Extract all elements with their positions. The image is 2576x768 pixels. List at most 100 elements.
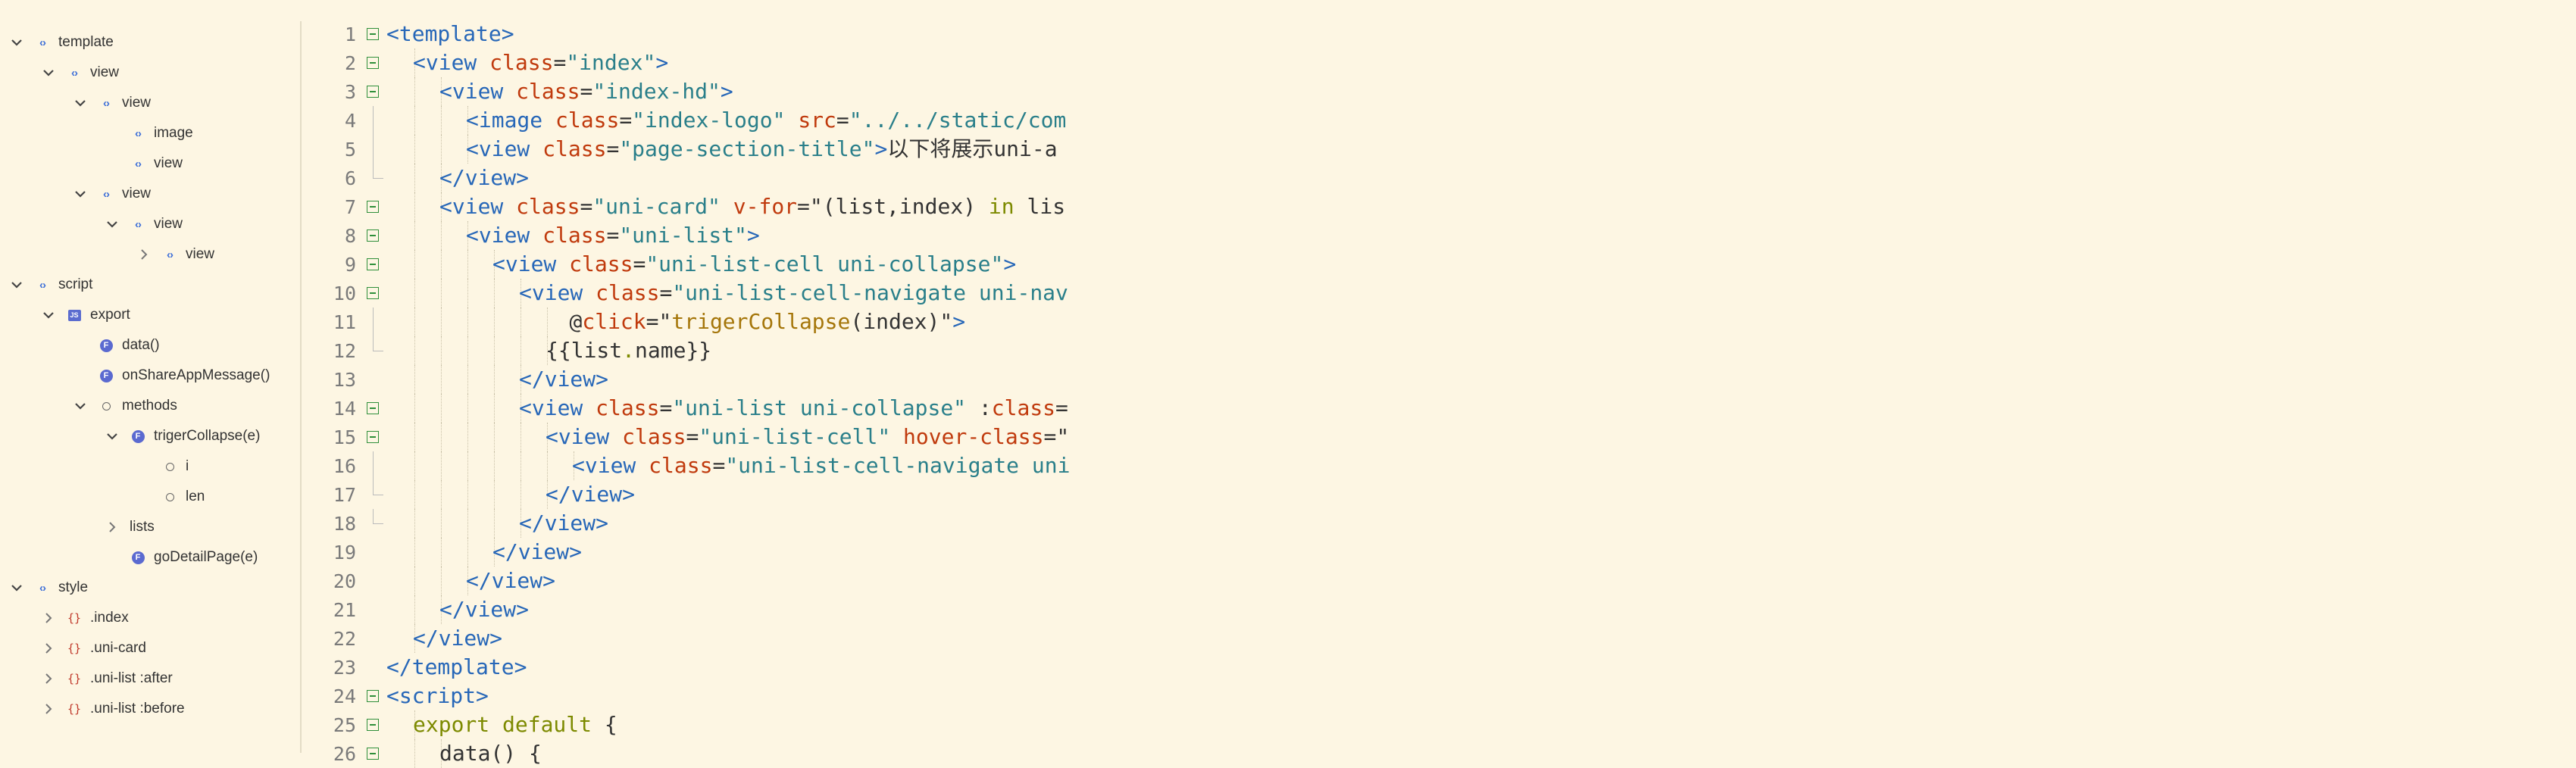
code-line[interactable]: 22</view> bbox=[303, 624, 2576, 653]
code-token: "index-logo" bbox=[632, 108, 799, 133]
outline-item[interactable]: ‹›template bbox=[0, 27, 300, 58]
chevron-right-icon[interactable] bbox=[40, 701, 57, 717]
chevron-down-icon[interactable] bbox=[104, 428, 120, 445]
outline-item[interactable]: ‹›image bbox=[0, 118, 300, 148]
indent-guide bbox=[441, 250, 442, 279]
code-line[interactable]: 8<view class="uni-list"> bbox=[303, 221, 2576, 250]
line-number: 20 bbox=[333, 570, 356, 592]
fold-collapse-icon[interactable] bbox=[367, 229, 379, 242]
code-token: "uni-card" bbox=[592, 194, 733, 219]
fold-region-end bbox=[373, 523, 383, 524]
code-token: > bbox=[720, 79, 733, 104]
line-number: 19 bbox=[333, 541, 356, 564]
outline-item[interactable]: ‹›view bbox=[0, 58, 300, 88]
outline-item[interactable]: lists bbox=[0, 512, 300, 542]
code-line[interactable]: 7<view class="uni-card" v-for="(list,ind… bbox=[303, 192, 2576, 221]
code-line[interactable]: 21</view> bbox=[303, 595, 2576, 624]
chevron-right-icon[interactable] bbox=[40, 670, 57, 687]
chevron-down-icon[interactable] bbox=[72, 186, 89, 202]
fold-collapse-icon[interactable] bbox=[367, 57, 379, 69]
outline-item[interactable]: i bbox=[0, 451, 300, 482]
code-line[interactable]: 14<view class="uni-list uni-collapse" :c… bbox=[303, 394, 2576, 423]
fold-collapse-icon[interactable] bbox=[367, 431, 379, 443]
code-token: </view> bbox=[492, 539, 583, 564]
indent-guide bbox=[494, 480, 495, 509]
code-text: </view> bbox=[492, 538, 582, 567]
chevron-down-icon[interactable] bbox=[104, 216, 120, 233]
code-line[interactable]: 4<image class="index-logo" src="../../st… bbox=[303, 106, 2576, 135]
fold-collapse-icon[interactable] bbox=[367, 287, 379, 299]
code-line[interactable]: 23</template> bbox=[303, 653, 2576, 682]
outline-item[interactable]: {}.uni-list :after bbox=[0, 663, 300, 694]
code-line[interactable]: 10<view class="uni-list-cell-navigate un… bbox=[303, 279, 2576, 308]
code-line[interactable]: 15<view class="uni-list-cell" hover-clas… bbox=[303, 423, 2576, 451]
outline-item[interactable]: ‹›view bbox=[0, 179, 300, 209]
code-line[interactable]: 9<view class="uni-list-cell uni-collapse… bbox=[303, 250, 2576, 279]
outline-item[interactable]: ‹›script bbox=[0, 270, 300, 300]
code-token: hover-class bbox=[903, 424, 1044, 449]
code-line[interactable]: 24<script> bbox=[303, 682, 2576, 710]
fold-collapse-icon[interactable] bbox=[367, 258, 379, 270]
code-line[interactable]: 13</view> bbox=[303, 365, 2576, 394]
code-line[interactable]: 20 </view> bbox=[303, 567, 2576, 595]
code-line[interactable]: 3<view class="index-hd"> bbox=[303, 77, 2576, 106]
outline-item[interactable]: ‹›view bbox=[0, 209, 300, 239]
outline-item[interactable]: {}.uni-list :before bbox=[0, 694, 300, 724]
tag-icon: ‹› bbox=[167, 248, 174, 261]
chevron-right-icon[interactable] bbox=[136, 246, 152, 263]
outline-item[interactable]: ‹›view bbox=[0, 88, 300, 118]
outline-item[interactable]: ‹›style bbox=[0, 573, 300, 603]
chevron-down-icon[interactable] bbox=[8, 579, 25, 596]
indent-guide bbox=[467, 279, 468, 308]
fold-collapse-icon[interactable] bbox=[367, 28, 379, 40]
indent-guide bbox=[441, 423, 442, 451]
fold-collapse-icon[interactable] bbox=[367, 748, 379, 760]
chevron-down-icon[interactable] bbox=[72, 398, 89, 414]
outline-item[interactable]: methods bbox=[0, 391, 300, 421]
code-line[interactable]: 11@click="trigerCollapse(index)"> bbox=[303, 308, 2576, 336]
chevron-right-icon[interactable] bbox=[104, 519, 120, 535]
code-line[interactable]: 12{{list.name}} bbox=[303, 336, 2576, 365]
outline-item[interactable]: {}.index bbox=[0, 603, 300, 633]
outline-item[interactable]: len bbox=[0, 482, 300, 512]
chevron-down-icon[interactable] bbox=[8, 276, 25, 293]
code-line[interactable]: 5<view class="page-section-title">以下将展示u… bbox=[303, 135, 2576, 164]
outline-item[interactable]: {}.uni-card bbox=[0, 633, 300, 663]
code-line[interactable]: 2<view class="index"> bbox=[303, 48, 2576, 77]
code-token: class bbox=[516, 194, 580, 219]
code-line[interactable]: 1<template> bbox=[303, 20, 2576, 48]
fold-collapse-icon[interactable] bbox=[367, 690, 379, 702]
chevron-down-icon[interactable] bbox=[72, 95, 89, 111]
outline-item[interactable]: ‹›view bbox=[0, 239, 300, 270]
outline-item[interactable]: ‹›view bbox=[0, 148, 300, 179]
code-line[interactable]: 16<view class="uni-list-cell-navigate un… bbox=[303, 451, 2576, 480]
chevron-down-icon[interactable] bbox=[40, 307, 57, 323]
chevron-right-icon[interactable] bbox=[40, 610, 57, 626]
indent-guide bbox=[441, 135, 442, 164]
fold-collapse-icon[interactable] bbox=[367, 402, 379, 414]
chevron-right-icon[interactable] bbox=[40, 640, 57, 657]
chevron-down-icon[interactable] bbox=[40, 64, 57, 81]
tag-icon: ‹› bbox=[39, 581, 46, 595]
indent-guide bbox=[414, 192, 415, 221]
code-line[interactable]: 18</view> bbox=[303, 509, 2576, 538]
line-number: 3 bbox=[344, 80, 356, 103]
code-text: </view> bbox=[466, 567, 555, 595]
code-editor[interactable]: 1<template>2<view class="index">3<view c… bbox=[303, 0, 1090, 768]
chevron-down-icon[interactable] bbox=[8, 34, 25, 51]
fold-collapse-icon[interactable] bbox=[367, 201, 379, 213]
code-line[interactable]: 17</view> bbox=[303, 480, 2576, 509]
fold-collapse-icon[interactable] bbox=[367, 86, 379, 98]
code-token: class bbox=[542, 136, 607, 161]
code-line[interactable]: 6</view> bbox=[303, 164, 2576, 192]
fold-collapse-icon[interactable] bbox=[367, 719, 379, 731]
code-line[interactable]: 19 </view> bbox=[303, 538, 2576, 567]
panel-divider[interactable] bbox=[300, 21, 302, 753]
